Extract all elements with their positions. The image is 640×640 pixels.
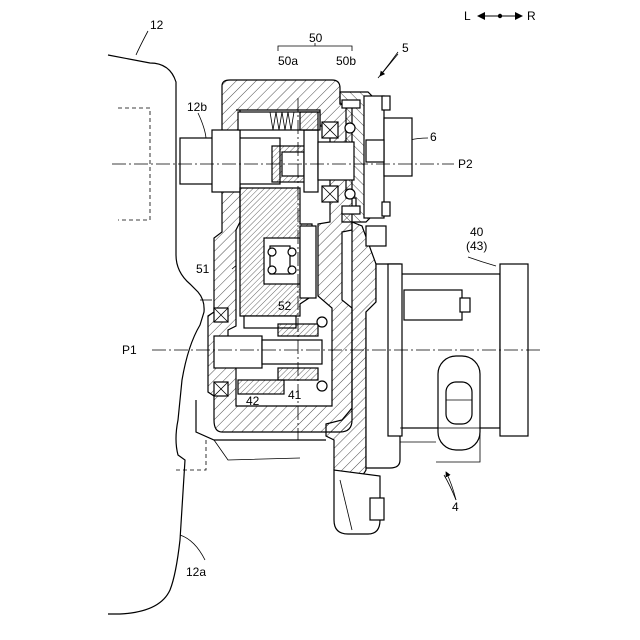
label-12a: 12a	[186, 565, 206, 579]
label-52: 52	[278, 299, 292, 313]
label-p2: P2	[458, 157, 473, 171]
label-5: 5	[402, 41, 409, 55]
label-right: R	[527, 9, 536, 23]
label-50b: 50b	[336, 54, 356, 68]
label-6: 6	[430, 130, 437, 144]
label-12b: 12b	[187, 100, 207, 114]
label-4: 4	[452, 500, 459, 514]
label-50a: 50a	[278, 54, 298, 68]
label-50: 50	[309, 31, 323, 45]
label-12: 12	[150, 18, 164, 32]
label-42: 42	[246, 394, 260, 408]
direction-indicator: L R	[464, 9, 536, 23]
label-51: 51	[196, 262, 210, 276]
label-left: L	[464, 9, 471, 23]
label-p1: P1	[122, 343, 137, 357]
actuator-40	[388, 264, 528, 462]
label-41: 41	[288, 388, 302, 402]
label-43: (43)	[466, 239, 487, 253]
label-40: 40	[470, 225, 484, 239]
